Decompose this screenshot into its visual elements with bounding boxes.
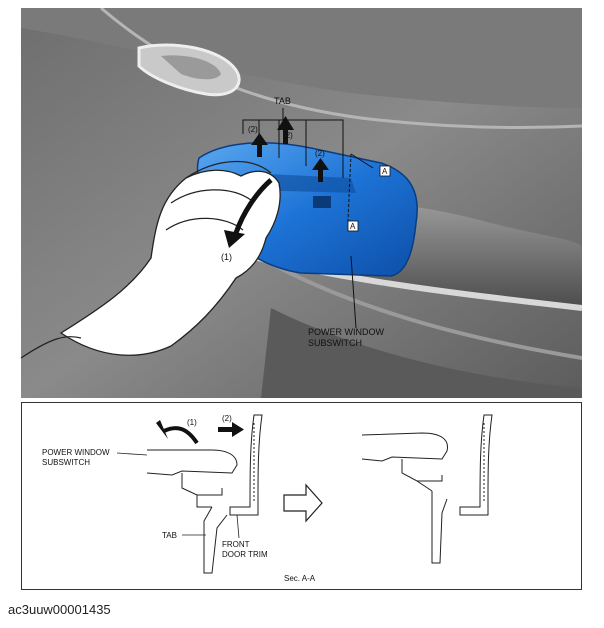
section-marker-bottom: A — [350, 222, 356, 231]
section-tab-label: TAB — [162, 531, 177, 540]
lift-arrow-step1-head — [156, 420, 168, 439]
push-arrow-step2 — [218, 427, 232, 432]
figure-caption: ac3uuw00001435 — [8, 602, 111, 617]
section-trim-line1: FRONT — [222, 540, 250, 549]
subswitch-callout-line1: POWER WINDOW — [308, 327, 384, 337]
tab-label: TAB — [274, 96, 291, 106]
section-step1-label: (1) — [187, 418, 197, 427]
step2-label-c: (2) — [315, 149, 325, 158]
tab-left — [203, 506, 228, 574]
door-trim-left — [229, 414, 263, 516]
step2-label-b: (2) — [283, 131, 293, 140]
subswitch-callout-line2: SUBSWITCH — [308, 338, 362, 348]
section-subswitch-line1: POWER WINDOW — [42, 448, 110, 457]
push-arrows-step2 — [251, 116, 329, 182]
subswitch-body-left — [146, 449, 238, 476]
door-trim-upper — [21, 8, 582, 108]
lift-arrow-step1 — [163, 426, 199, 445]
section-trim-line2: DOOR TRIM — [222, 550, 268, 559]
door-trim-illustration: (1) TAB (2) (2) (2) A — [20, 6, 583, 398]
section-a-a-diagram: (1) (2) POWER WINDOW SUBSWITCH TAB FRONT… — [21, 402, 582, 590]
step2-label-a: (2) — [248, 125, 258, 134]
door-trim-right — [459, 414, 493, 516]
section-view-label: Sec. A-A — [284, 574, 316, 583]
transition-arrow — [283, 483, 323, 523]
section-marker-top: A — [382, 167, 388, 176]
pull-arrow-step1 — [233, 178, 273, 234]
push-arrow-step2-head — [232, 422, 244, 437]
pull-arrow-step1-head — [224, 230, 245, 248]
tab-right — [431, 491, 448, 564]
section-subswitch-line2: SUBSWITCH — [42, 458, 90, 467]
inner-door-handle — [137, 43, 241, 97]
section-step2-label: (2) — [222, 414, 232, 423]
step1-label: (1) — [221, 252, 232, 262]
subswitch-body-right — [361, 432, 449, 462]
